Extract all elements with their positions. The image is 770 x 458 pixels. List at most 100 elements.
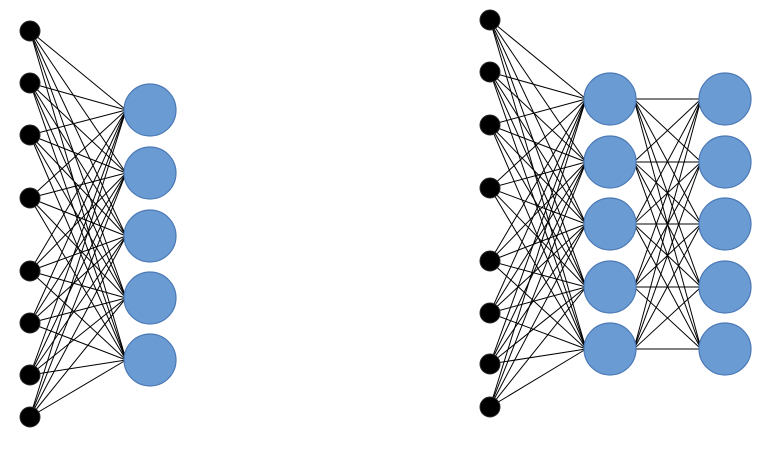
connection-line — [489, 19, 587, 288]
connection-line — [29, 270, 127, 299]
neuron-node — [123, 146, 177, 200]
connection-line — [29, 109, 127, 418]
input-node — [19, 406, 41, 428]
connection-line — [489, 348, 587, 365]
neuron-node — [123, 83, 177, 137]
connection-line — [29, 82, 127, 111]
connection-line — [29, 359, 127, 376]
connection-line — [489, 98, 587, 262]
input-node — [19, 260, 41, 282]
connection-line — [489, 98, 587, 408]
connection-line — [29, 297, 127, 324]
neuron-node — [583, 72, 637, 126]
neuron-node — [583, 197, 637, 251]
connection-line — [29, 109, 127, 324]
connection-line — [29, 30, 127, 237]
connection-line — [489, 98, 587, 314]
connection-line — [29, 172, 127, 199]
connection-line — [29, 30, 127, 299]
node-group — [479, 9, 752, 418]
connection-line — [489, 223, 587, 365]
neuron-node — [583, 260, 637, 314]
connection-line — [489, 71, 587, 100]
neuron-node — [698, 135, 752, 189]
connection-line — [633, 223, 702, 350]
node-group — [19, 20, 177, 428]
neuron-node — [698, 322, 752, 376]
connection-line — [29, 270, 127, 361]
input-node — [19, 124, 41, 146]
connection-line — [29, 297, 127, 376]
connection-line — [29, 235, 127, 272]
connection-line — [29, 82, 127, 174]
connection-line — [29, 30, 127, 111]
connection-line — [489, 161, 587, 314]
connection-line — [489, 223, 587, 314]
input-node — [479, 250, 501, 272]
connection-line — [489, 260, 587, 288]
input-node — [479, 396, 501, 418]
connection-line — [29, 109, 127, 376]
connection-line — [489, 19, 587, 163]
connection-line — [489, 161, 587, 189]
connection-line — [489, 98, 587, 126]
connection-line — [29, 172, 127, 376]
neuron-node — [123, 271, 177, 325]
input-node — [479, 61, 501, 83]
connection-line — [489, 223, 587, 408]
connection-line — [489, 286, 587, 365]
neuron-node — [698, 197, 752, 251]
connection-line — [633, 98, 702, 163]
connection-line — [489, 71, 587, 350]
input-node — [19, 364, 41, 386]
connection-line — [489, 71, 587, 225]
connection-line — [29, 235, 127, 324]
connection-line — [489, 260, 587, 350]
connection-line — [29, 172, 127, 272]
input-node — [19, 312, 41, 334]
connection-line — [29, 109, 127, 199]
connection-line — [29, 172, 127, 418]
neuron-node — [123, 209, 177, 263]
connection-line — [29, 172, 127, 324]
connection-line — [489, 223, 587, 262]
neuron-node — [698, 260, 752, 314]
input-node — [479, 114, 501, 136]
connection-line — [489, 98, 587, 365]
connection-line — [633, 98, 702, 225]
connection-line — [633, 98, 702, 350]
input-node — [19, 187, 41, 209]
input-node — [479, 177, 501, 199]
connection-line — [29, 359, 127, 418]
input-node — [479, 302, 501, 324]
connection-line — [489, 98, 587, 189]
neuron-node — [583, 135, 637, 189]
connection-line — [29, 109, 127, 272]
connection-group — [29, 30, 127, 418]
connection-line — [489, 161, 587, 262]
connection-line — [633, 98, 702, 288]
connection-line — [489, 19, 587, 350]
connection-line — [29, 109, 127, 136]
input-node — [479, 353, 501, 375]
connection-line — [489, 286, 587, 408]
connection-line — [29, 235, 127, 376]
connection-line — [633, 286, 702, 350]
input-node — [19, 72, 41, 94]
neuron-node — [123, 333, 177, 387]
input-node — [19, 20, 41, 42]
connection-line — [29, 235, 127, 418]
connection-line — [29, 297, 127, 418]
connection-line — [29, 322, 127, 361]
connection-line — [489, 286, 587, 314]
connection-line — [29, 30, 127, 174]
connection-line — [489, 161, 587, 408]
two-layer-network-diagram — [479, 9, 752, 418]
connection-line — [489, 71, 587, 163]
connection-line — [489, 19, 587, 100]
neuron-node — [698, 72, 752, 126]
connection-line — [29, 30, 127, 361]
single-layer-network-diagram — [19, 20, 177, 428]
